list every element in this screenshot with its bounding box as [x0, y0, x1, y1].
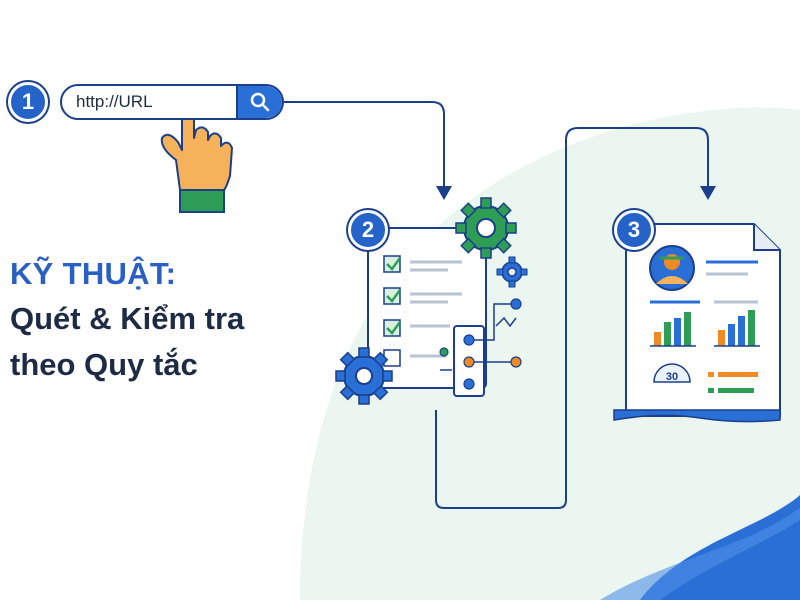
checklist-row: [383, 319, 450, 337]
checklist-row: [383, 287, 462, 305]
hand-pointer-icon: [160, 84, 233, 213]
step-2-badge: 2: [348, 210, 388, 250]
rule-engine-module: [439, 298, 522, 397]
connector-checklist-to-report: [435, 127, 709, 509]
gear-large-blue-icon: [335, 347, 393, 405]
blue-corner-wave-light: [600, 508, 800, 600]
headline: KỸ THUẬT: Quét & Kiểm tra theo Quy tắc: [10, 252, 330, 388]
url-input-text[interactable]: http://URL: [76, 92, 153, 111]
headline-title-line1: Quét & Kiểm tra: [10, 301, 245, 336]
connector-url-to-checklist: [284, 101, 445, 188]
step-1-badge: 1: [8, 82, 48, 122]
arrowhead-down-2: [700, 186, 716, 200]
url-search-bar[interactable]: http://URL: [60, 84, 284, 120]
profile-avatar: [649, 245, 695, 291]
gauge-value: 30: [666, 371, 678, 383]
search-button[interactable]: [236, 86, 282, 118]
step-3-badge: 3: [614, 210, 654, 250]
score-gauge: 30: [653, 363, 691, 383]
report-document-icon: 30: [613, 223, 781, 423]
bar-chart-right: [714, 310, 760, 347]
legend-bars: [708, 372, 758, 393]
bar-chart-left: [650, 312, 696, 347]
gear-icon: [455, 197, 517, 259]
headline-title-line2: theo Quy tắc: [10, 347, 198, 382]
arrowhead-down-1: [436, 186, 452, 200]
checklist-row: [383, 255, 462, 273]
checklist-row-unchecked: [383, 349, 446, 367]
gear-small-icon: [496, 256, 528, 288]
headline-label: KỸ THUẬT:: [10, 256, 177, 291]
search-icon: [250, 92, 270, 112]
